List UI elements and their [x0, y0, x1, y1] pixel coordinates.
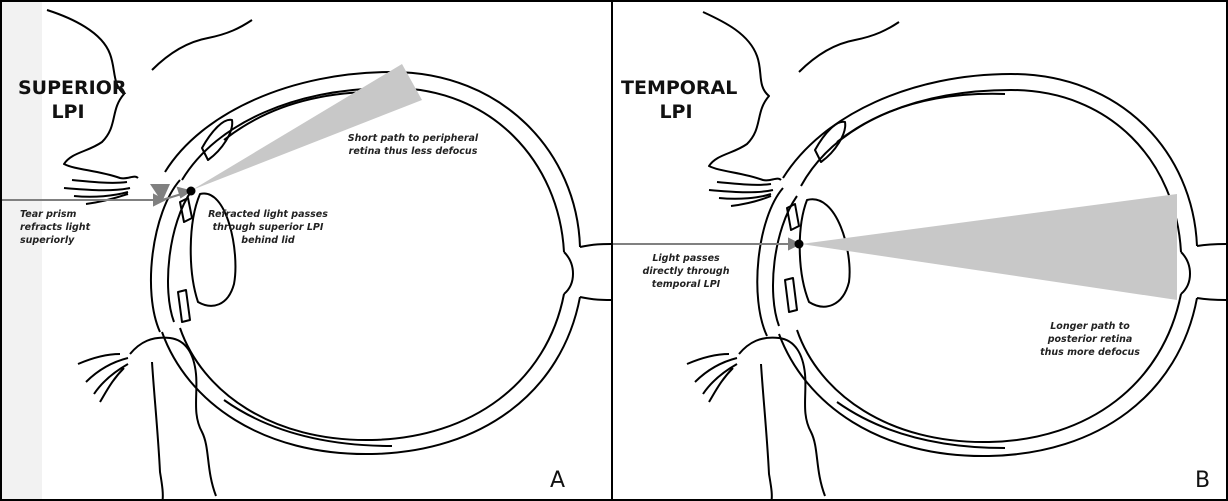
note-longer-path: Longer path to posterior retina thus mor…	[1025, 320, 1155, 359]
retina-arc-top	[837, 94, 1005, 142]
note-tear-prism: Tear prism refracts light superiorly	[20, 208, 130, 247]
iris-bottom	[178, 290, 190, 322]
iris-top	[787, 204, 799, 230]
lower-lid-contour	[130, 338, 216, 496]
iris-bottom	[785, 278, 797, 312]
sclera-outer	[162, 72, 580, 454]
panel-a: SUPERIOR LPI Tear prism refracts light s…	[0, 0, 613, 501]
brow-line	[799, 22, 899, 72]
light-cone-temporal	[801, 194, 1177, 300]
lens	[800, 199, 850, 306]
panel-letter: B	[1195, 468, 1210, 493]
brow-line	[152, 20, 252, 70]
cheek-contour	[761, 364, 772, 501]
note-light-passes: Light passes directly through temporal L…	[631, 252, 741, 291]
optic-nerve	[1181, 244, 1226, 300]
heading-line-1: TEMPORAL	[621, 76, 731, 100]
note-short-path: Short path to peripheral retina thus les…	[338, 132, 488, 158]
cornea-inner	[773, 196, 797, 326]
panel-heading: SUPERIOR LPI	[18, 76, 118, 124]
note-refracted-light: Refracted light passes through superior …	[198, 208, 338, 247]
upper-lashes	[709, 182, 773, 206]
ciliary-upper	[815, 122, 845, 162]
lpi-dot	[795, 240, 804, 249]
lower-lashes	[78, 354, 128, 402]
optic-nerve	[564, 244, 613, 300]
cheek-contour	[152, 362, 163, 501]
panel-letter: A	[550, 468, 565, 493]
panel-b: TEMPORAL LPI Light passes directly throu…	[613, 0, 1228, 501]
light-cone-superior	[192, 64, 422, 190]
lpi-dot	[187, 187, 196, 196]
cornea-outer	[757, 188, 783, 336]
panel-heading: TEMPORAL LPI	[621, 76, 731, 124]
heading-line-2: LPI	[621, 100, 731, 124]
lower-lashes	[687, 354, 737, 402]
heading-line-1: SUPERIOR	[18, 76, 118, 100]
heading-line-2: LPI	[18, 100, 118, 124]
